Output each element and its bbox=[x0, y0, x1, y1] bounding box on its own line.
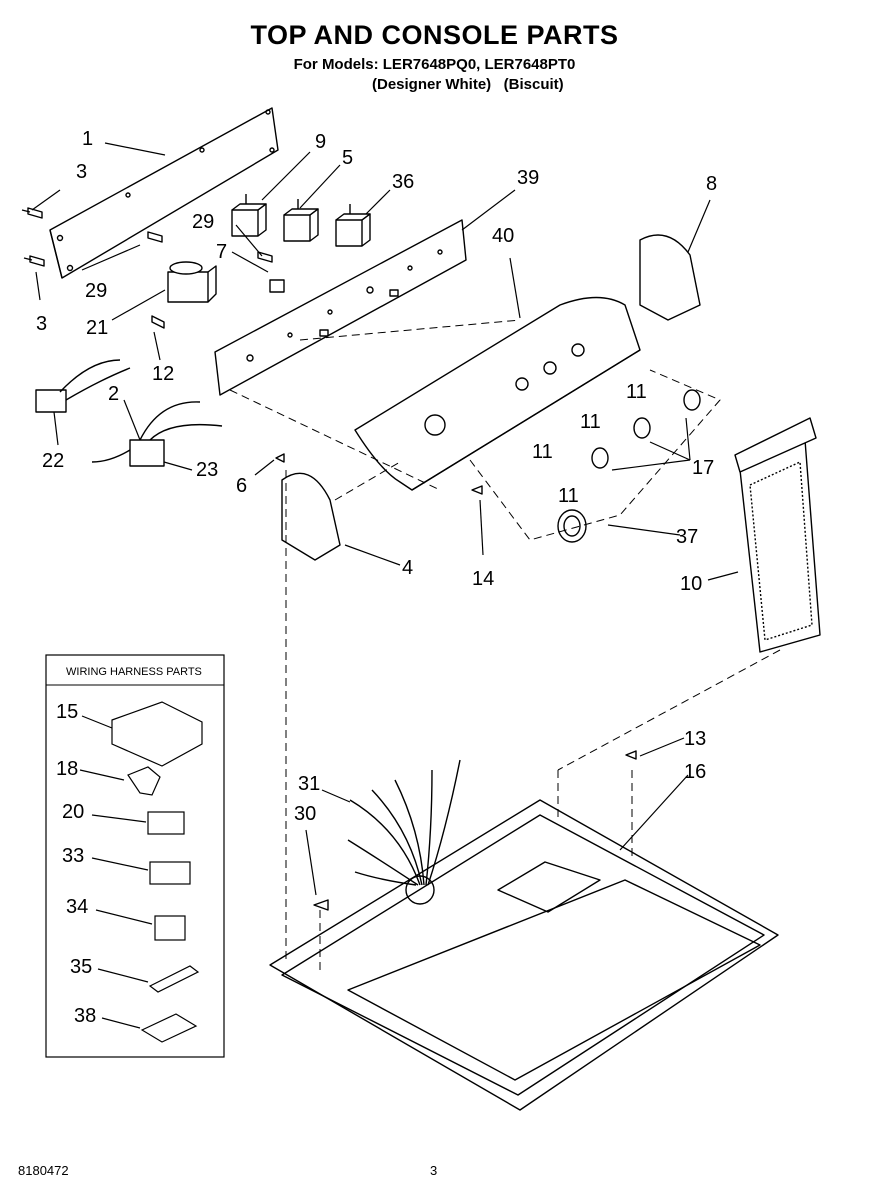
callout-label: 36 bbox=[392, 171, 414, 193]
callout-label: 10 bbox=[680, 573, 702, 595]
top-panel-part bbox=[269, 799, 779, 1111]
knob-part bbox=[557, 389, 701, 543]
callout-label: 5 bbox=[342, 147, 353, 169]
callout-label: 29 bbox=[192, 211, 214, 233]
rotary-switch-part bbox=[231, 194, 371, 247]
wiring-item-label: 18 bbox=[56, 758, 78, 780]
variants-line: (Designer White) (Biscuit) bbox=[372, 76, 564, 93]
rear-bracket-part bbox=[49, 107, 279, 279]
callout-label: 3 bbox=[36, 313, 47, 335]
screw-part bbox=[471, 485, 483, 495]
end-cap-right-part bbox=[639, 234, 701, 321]
callout-label: 1 bbox=[82, 128, 93, 150]
page-title: TOP AND CONSOLE PARTS bbox=[250, 20, 619, 50]
connector-part bbox=[269, 279, 285, 293]
document-number: 8180472 bbox=[18, 1163, 69, 1178]
callout-label: 13 bbox=[684, 728, 706, 750]
page-number: 3 bbox=[430, 1163, 438, 1178]
wiring-item-label: 38 bbox=[74, 1005, 96, 1027]
callout-label: 31 bbox=[298, 773, 320, 795]
screw-part bbox=[275, 453, 285, 463]
callout-label: 14 bbox=[472, 568, 494, 590]
wire-bundle-part bbox=[347, 759, 461, 886]
callout-label: 2 bbox=[108, 383, 119, 405]
callout-label: 16 bbox=[684, 761, 706, 783]
models-line: For Models: LER7648PQ0, LER7648PT0 bbox=[293, 56, 576, 73]
end-cap-left-part bbox=[281, 472, 341, 561]
callout-label: 23 bbox=[196, 459, 218, 481]
callout-label: 6 bbox=[236, 475, 247, 497]
callout-label: 29 bbox=[85, 280, 107, 302]
callout-label: 9 bbox=[315, 131, 326, 153]
wiring-box-title: WIRING HARNESS PARTS bbox=[66, 666, 202, 678]
wiring-item-label: 15 bbox=[56, 701, 78, 723]
wiring-item-label: 35 bbox=[70, 956, 92, 978]
clip-part bbox=[313, 899, 329, 911]
callout-label: 21 bbox=[86, 317, 108, 339]
screw-part bbox=[21, 207, 273, 329]
callout-label: 22 bbox=[42, 450, 64, 472]
wiring-item-label: 33 bbox=[62, 845, 84, 867]
harness-clip-part bbox=[127, 766, 161, 796]
callout-label: 7 bbox=[216, 241, 227, 263]
wiring-item-label: 34 bbox=[66, 896, 88, 918]
harness-block-part bbox=[147, 811, 185, 835]
callout-label: 30 bbox=[294, 803, 316, 825]
screw-part bbox=[625, 750, 637, 760]
callout-label: 40 bbox=[492, 225, 514, 247]
harness-pin-part bbox=[148, 965, 200, 993]
callout-label: 12 bbox=[152, 363, 174, 385]
callout-label: 17 bbox=[692, 457, 714, 479]
callout-label: 3 bbox=[76, 161, 87, 183]
control-plate-part bbox=[214, 219, 467, 396]
callout-label: 11 bbox=[626, 381, 647, 403]
lint-filter-part bbox=[734, 417, 821, 653]
callout-label: 11 bbox=[580, 411, 601, 433]
callout-label: 8 bbox=[706, 173, 717, 195]
wiring-harness-box: WIRING HARNESS PARTS 15 18 20 33 34 35 3… bbox=[45, 654, 225, 1058]
callout-label: 11 bbox=[532, 441, 553, 463]
callout-label: 4 bbox=[402, 557, 413, 579]
harness-plug-part bbox=[149, 861, 191, 885]
harness-terminal-part bbox=[154, 915, 186, 941]
harness-connector-part bbox=[111, 701, 203, 767]
callout-label: 37 bbox=[676, 526, 698, 548]
timer-part bbox=[167, 261, 217, 303]
harness-housing-part bbox=[140, 1013, 198, 1043]
wire-harness-part bbox=[35, 359, 223, 467]
console-part bbox=[354, 296, 641, 491]
callout-label: 39 bbox=[517, 167, 539, 189]
callout-label: 11 bbox=[558, 485, 579, 507]
wiring-item-label: 20 bbox=[62, 801, 84, 823]
callout-labels: 1 3 29 3 9 5 36 39 29 7 21 40 8 12 2 22 … bbox=[36, 128, 717, 825]
